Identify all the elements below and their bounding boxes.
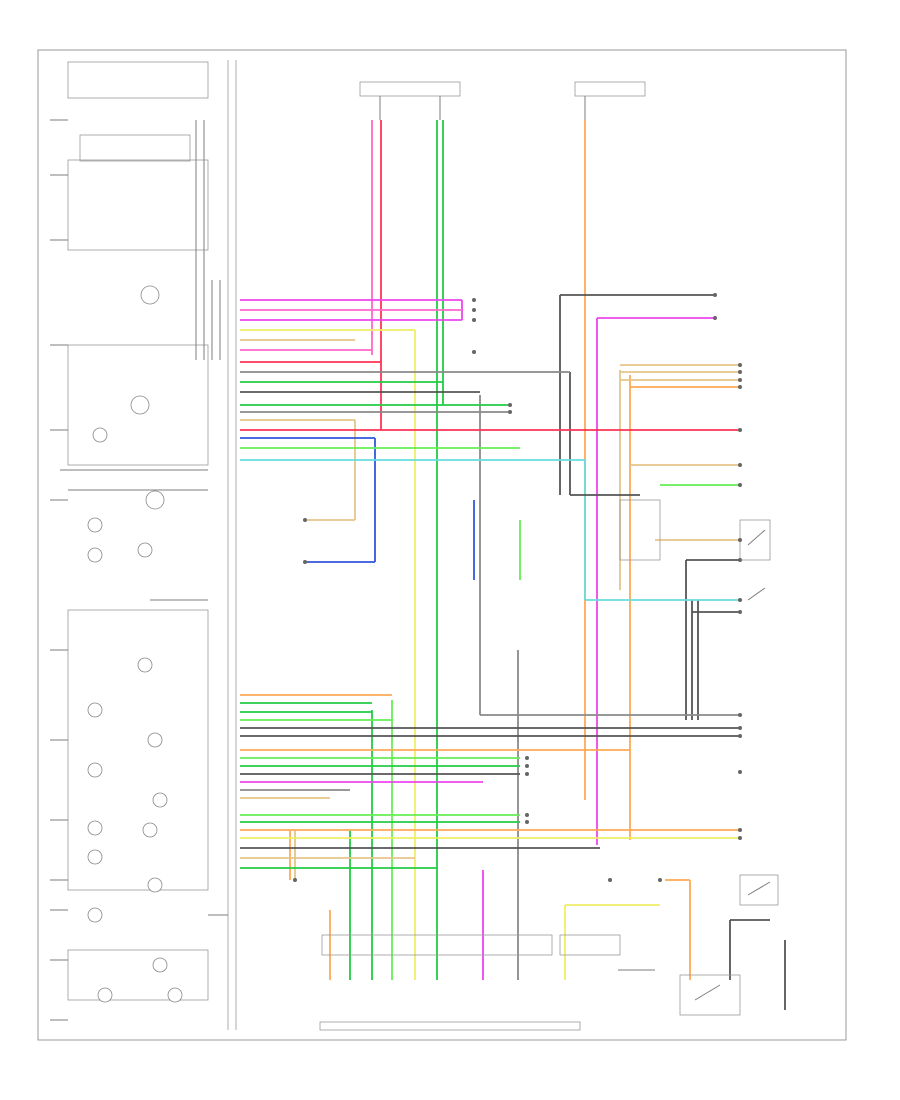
lower-connector-2 (559, 934, 621, 956)
connector-pins (293, 293, 742, 882)
cluster-block-tach (67, 159, 209, 251)
module-block (619, 499, 661, 561)
diagram-frame (37, 49, 847, 1041)
lamp-icon (167, 987, 183, 1003)
lower-connector (321, 934, 553, 956)
cluster-block-display (79, 134, 191, 162)
lamp-icon (145, 490, 165, 510)
lamp-icon (152, 792, 168, 808)
lamp-icon (87, 907, 103, 923)
relay-component (679, 974, 741, 1016)
instrument-cluster (50, 60, 237, 1030)
gauge-icon (130, 395, 150, 415)
lamp-icon (87, 820, 103, 836)
module-connector (319, 1021, 581, 1031)
lamp-icon (137, 542, 153, 558)
fuse-block (359, 81, 646, 120)
lamp-icon (152, 957, 168, 973)
lamp-icon (87, 702, 103, 718)
switch-component (739, 874, 779, 906)
lamp-icon (87, 547, 103, 563)
cluster-block-top (67, 61, 209, 99)
vertical-wires (289, 120, 786, 1010)
lamp-icon (140, 285, 160, 305)
upper-bus-wires (240, 294, 740, 613)
right-components (319, 499, 779, 1031)
cluster-block-gauges (67, 344, 209, 466)
lamp-icon (137, 657, 153, 673)
cluster-block-lamps (67, 609, 209, 891)
lamp-icon (87, 849, 103, 865)
lamp-icon (87, 762, 103, 778)
lower-bus-wires (240, 694, 770, 921)
gauge-icon (92, 427, 108, 443)
cluster-block-bottom (67, 949, 209, 1001)
lamp-icon (147, 877, 163, 893)
sensor-component (739, 519, 771, 561)
lamp-icon (142, 822, 158, 838)
lamp-icon (87, 517, 103, 533)
lamp-icon (147, 732, 163, 748)
lamp-icon (97, 987, 113, 1003)
